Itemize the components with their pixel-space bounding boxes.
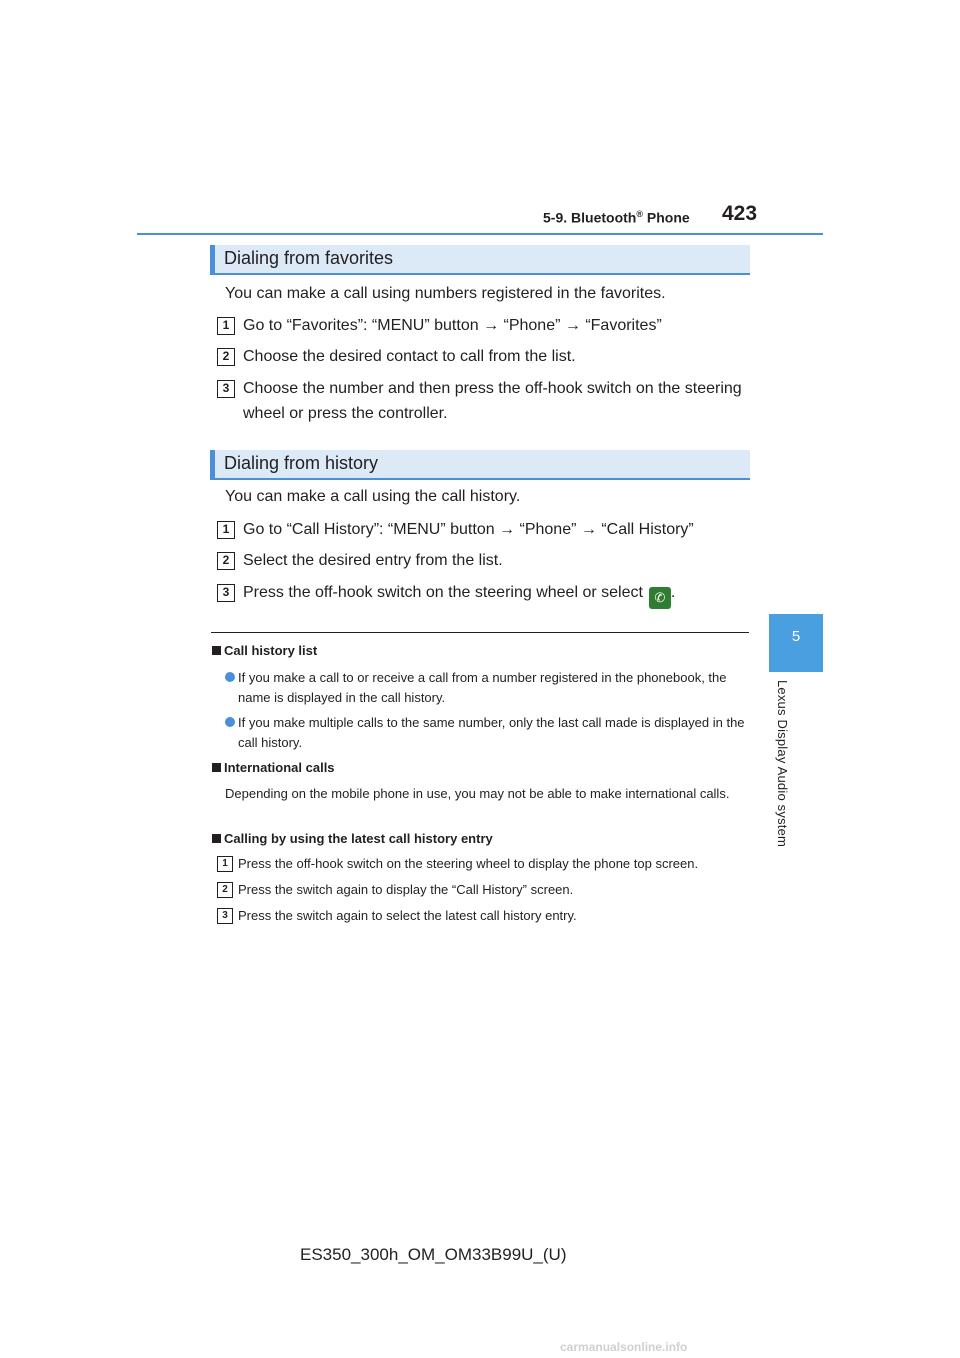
step-number: 1 [217, 856, 233, 872]
favorites-intro: You can make a call using numbers regist… [225, 285, 666, 302]
step-number: 2 [217, 552, 235, 570]
favorites-step-3: Choose the number and then press the off… [243, 380, 742, 422]
note-heading-latest-entry: Calling by using the latest call history… [212, 831, 493, 846]
history-step-3: Press the off-hook switch on the steerin… [243, 580, 753, 609]
step-number: 1 [217, 521, 235, 539]
history-step-1: Go to “Call History”: “MENU” button → “P… [243, 521, 694, 538]
square-bullet-icon [212, 646, 221, 655]
favorites-step-1: Go to “Favorites”: “MENU” button → “Phon… [243, 317, 662, 334]
note-bullet: If you make a call to or receive a call … [225, 668, 750, 708]
square-bullet-icon [212, 763, 221, 772]
chapter-number: 5 [791, 628, 801, 645]
chapter-title: Lexus Display Audio system [775, 680, 790, 848]
latest-entry-step-3: Press the switch again to select the lat… [238, 908, 577, 923]
favorites-heading: Dialing from favorites [210, 245, 750, 275]
step-number: 3 [217, 584, 235, 602]
step-number: 3 [217, 908, 233, 924]
history-step-2: Select the desired entry from the list. [243, 552, 503, 569]
latest-entry-step-1: Press the off-hook switch on the steerin… [238, 856, 699, 871]
step-number: 2 [217, 882, 233, 898]
note-international-text: Depending on the mobile phone in use, yo… [225, 786, 730, 801]
header-rule [137, 233, 823, 235]
document-code: ES350_300h_OM_OM33B99U_(U) [300, 1245, 567, 1264]
history-heading: Dialing from history [210, 450, 750, 480]
step-number: 1 [217, 317, 235, 335]
note-bullet: If you make multiple calls to the same n… [225, 713, 750, 753]
note-heading-international: International calls [212, 760, 335, 775]
step-number: 3 [217, 380, 235, 398]
section-title: 5-9. Bluetooth® Phone [543, 209, 690, 226]
watermark: carmanualsonline.info [560, 1340, 688, 1354]
step-number: 2 [217, 348, 235, 366]
notes-divider [211, 632, 749, 633]
note-heading-call-history: Call history list [212, 643, 317, 658]
square-bullet-icon [212, 834, 221, 843]
latest-entry-step-2: Press the switch again to display the “C… [238, 882, 574, 897]
favorites-step-2: Choose the desired contact to call from … [243, 348, 576, 365]
chapter-tab: 5 [769, 614, 823, 672]
phone-call-icon: ✆ [648, 587, 671, 609]
bullet-dot-icon [225, 717, 235, 727]
history-intro: You can make a call using the call histo… [225, 488, 521, 505]
page-number: 423 [722, 202, 758, 225]
bullet-dot-icon [225, 672, 235, 682]
